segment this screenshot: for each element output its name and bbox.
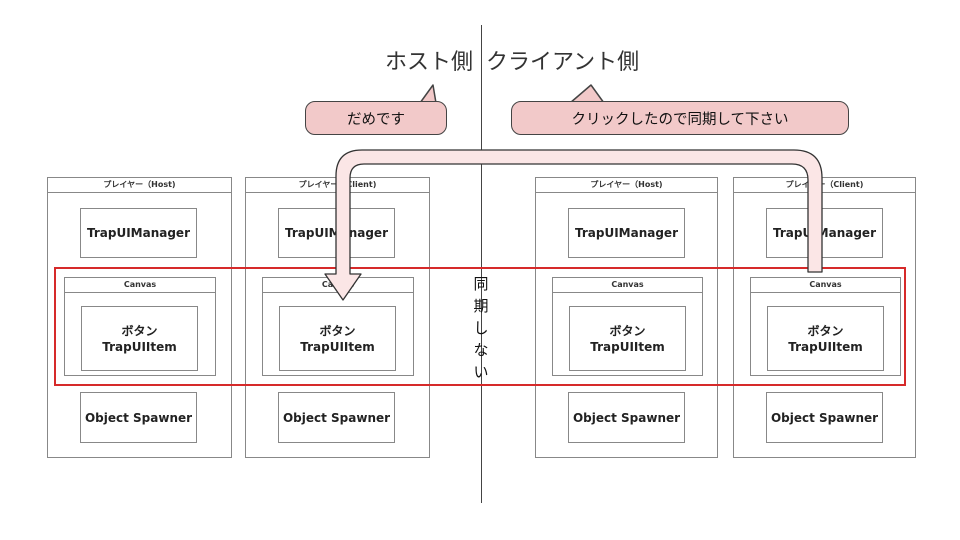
player-title: プレイヤー（Client) [734,178,915,193]
button-label: ボタン [807,323,844,338]
player-title: プレイヤー（Host) [536,178,717,193]
button-trap-ui-item[interactable]: ボタン TrapUIItem [569,306,686,371]
button-label: ボタン [121,323,158,338]
host-side-title: ホスト側 [385,50,474,75]
object-spawner: Object Spawner [80,392,197,443]
host-bubble-text: だめです [347,111,405,128]
player-title: プレイヤー（Host) [48,178,231,193]
canvas-panel: Canvas ボタン TrapUIItem [64,277,216,376]
host-client-divider [481,25,482,503]
host-speech-bubble: だめです [305,101,447,135]
canvas-panel: Canvas ボタン TrapUIItem [750,277,901,376]
canvas-title: Canvas [65,278,215,293]
sync-frame [54,267,906,386]
canvas-title: Canvas [751,278,900,293]
client-side-title: クライアント側 [486,50,640,75]
button-trap-ui-item[interactable]: ボタン TrapUIItem [81,306,198,371]
button-label: ボタン [609,323,646,338]
canvas-title: Canvas [553,278,702,293]
object-spawner: Object Spawner [766,392,883,443]
client-bubble-text: クリックしたので同期して下さい [571,111,789,128]
trap-ui-item-label: TrapUIItem [590,339,665,354]
no-sync-label: 同期しない [473,275,489,381]
client-speech-bubble: クリックしたので同期して下さい [511,101,849,135]
player-host-left: プレイヤー（Host) TrapUIManager Canvas ボタン Tra… [47,177,232,458]
trap-ui-manager: TrapUIManager [568,208,685,258]
button-trap-ui-item[interactable]: ボタン TrapUIItem [279,306,396,371]
object-spawner: Object Spawner [278,392,395,443]
player-client-right: プレイヤー（Client) TrapUIManager Canvas ボタン T… [733,177,916,458]
trap-ui-item-label: TrapUIItem [102,339,177,354]
trap-ui-manager: TrapUIManager [766,208,883,258]
button-label: ボタン [319,323,356,338]
canvas-panel: Canvas ボタン TrapUIItem [552,277,703,376]
trap-ui-item-label: TrapUIItem [788,339,863,354]
object-spawner: Object Spawner [568,392,685,443]
player-host-right: プレイヤー（Host) TrapUIManager Canvas ボタン Tra… [535,177,718,458]
button-trap-ui-item[interactable]: ボタン TrapUIItem [767,306,884,371]
trap-ui-manager: TrapUIManager [80,208,197,258]
trap-ui-item-label: TrapUIItem [300,339,375,354]
